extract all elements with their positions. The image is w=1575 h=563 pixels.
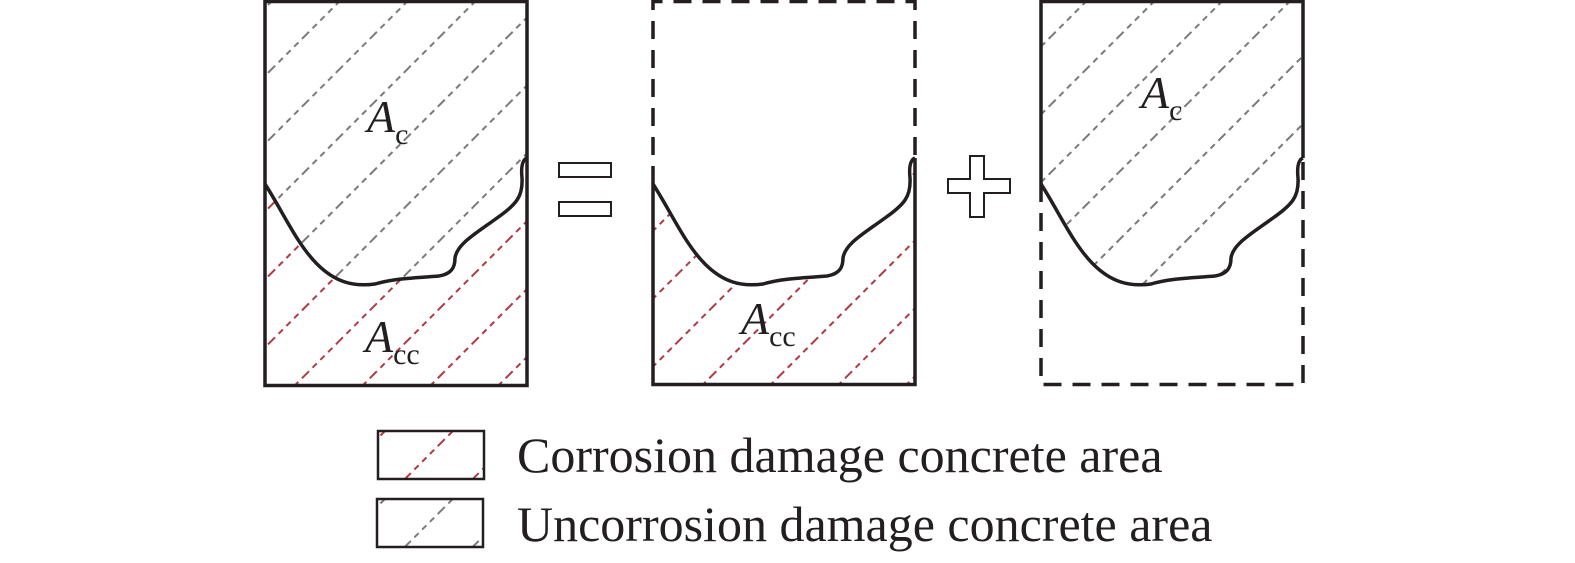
panel-dashed-top (651, 0, 917, 184)
legend-item-uncorroded: Uncorrosion damage concrete area (375, 496, 1212, 552)
equals-operator (558, 162, 612, 217)
label-acc: Acc (738, 293, 796, 353)
label-ac: Ac (1138, 67, 1182, 127)
legend-swatch-corroded (376, 429, 486, 481)
legend-label-uncorroded: Uncorrosion damage concrete area (517, 496, 1212, 552)
label-acc: Acc (362, 311, 420, 371)
plus-operator (947, 155, 1011, 218)
panel-uncorroded-part: Ac (1039, 0, 1305, 387)
legend-swatch-uncorroded (375, 497, 485, 549)
label-ac: Ac (364, 91, 408, 151)
uncorroded-region (265, 0, 527, 285)
uncorroded-region (1041, 0, 1303, 285)
panel-border (263, 0, 529, 388)
legend: Corrosion damage concrete area Uncorrosi… (375, 427, 1212, 552)
corroded-region (265, 158, 527, 386)
legend-item-corroded: Corrosion damage concrete area (376, 427, 1163, 483)
corroded-region (653, 158, 915, 386)
panel-solid-bottom (651, 158, 917, 387)
panel-dashed-bottom (1039, 158, 1305, 387)
panel-solid-top (1039, 0, 1305, 184)
panel-total-section: Ac Acc (263, 0, 529, 388)
panel-corroded-part: Acc (651, 0, 917, 387)
legend-label-corroded: Corrosion damage concrete area (517, 427, 1163, 483)
